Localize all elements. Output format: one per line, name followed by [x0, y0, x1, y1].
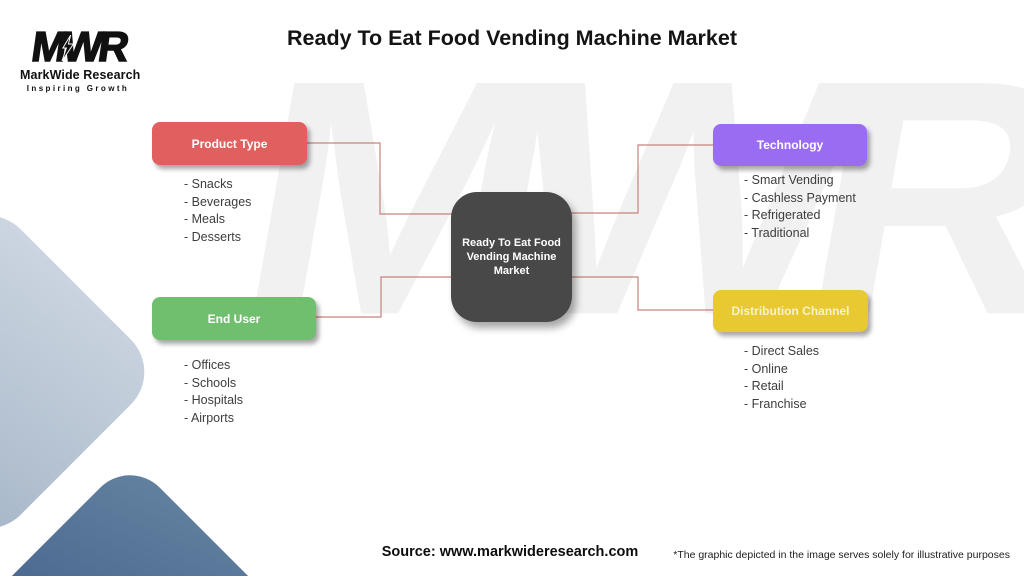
list-item: - Traditional — [744, 225, 810, 240]
list-item: - Retail — [744, 379, 784, 394]
list-item: - Schools — [184, 375, 237, 390]
branch-list-technology: - Smart Vending - Cashless Payment - Ref… — [744, 172, 856, 242]
branch-list-end-user: - Offices - Schools - Hospitals - Airpor… — [184, 357, 243, 427]
center-node-label: Ready To Eat Food Vending Machine Market — [462, 237, 561, 277]
branch-label-product-type: Product Type — [191, 136, 268, 151]
list-item: - Direct Sales — [744, 344, 820, 358]
list-item: - Online — [744, 361, 788, 376]
branch-label-end-user: End User — [207, 311, 261, 326]
mwr-logo-mark: MWR — [28, 22, 129, 70]
logo-company-name: MarkWide Research — [20, 68, 141, 82]
center-node: Ready To Eat Food Vending Machine Market — [451, 192, 572, 322]
branch-box-technology: Technology — [713, 124, 867, 166]
logo-tagline: Inspiring Growth — [26, 84, 130, 93]
branch-list-product-type: - Snacks - Beverages - Meals - Desserts — [184, 176, 251, 246]
list-item: - Beverages — [184, 194, 252, 209]
branch-box-product-type: Product Type — [152, 122, 307, 165]
list-item: - Franchise — [744, 396, 807, 411]
list-item: - Offices — [184, 358, 231, 372]
branch-box-distribution-channel: Distribution Channel — [713, 290, 868, 332]
branch-label-technology: Technology — [756, 138, 824, 152]
mwr-watermark: MWR — [217, 11, 1024, 385]
list-item: - Desserts — [184, 229, 241, 244]
list-item: - Hospitals — [184, 393, 244, 408]
list-item: - Cashless Payment — [744, 190, 856, 205]
list-item: - Airports — [184, 410, 235, 425]
list-item: - Meals — [184, 212, 225, 227]
list-item: - Refrigerated — [744, 208, 821, 223]
branch-list-distribution-channel: - Direct Sales - Online - Retail - Franc… — [744, 343, 819, 413]
disclaimer-text: *The graphic depicted in the image serve… — [673, 549, 1010, 561]
lightning-bolt-icon — [61, 35, 74, 61]
list-item: - Snacks — [184, 177, 233, 191]
branch-label-distribution-channel: Distribution Channel — [731, 304, 850, 318]
source-text: Source: www.markwideresearch.com — [381, 544, 639, 560]
page-title: Ready To Eat Food Vending Machine Market — [287, 26, 737, 50]
branch-box-end-user: End User — [152, 297, 316, 340]
markwide-research-logo: MWR MarkWide Research Inspiring Growth — [20, 22, 141, 93]
list-item: - Smart Vending — [744, 173, 834, 187]
